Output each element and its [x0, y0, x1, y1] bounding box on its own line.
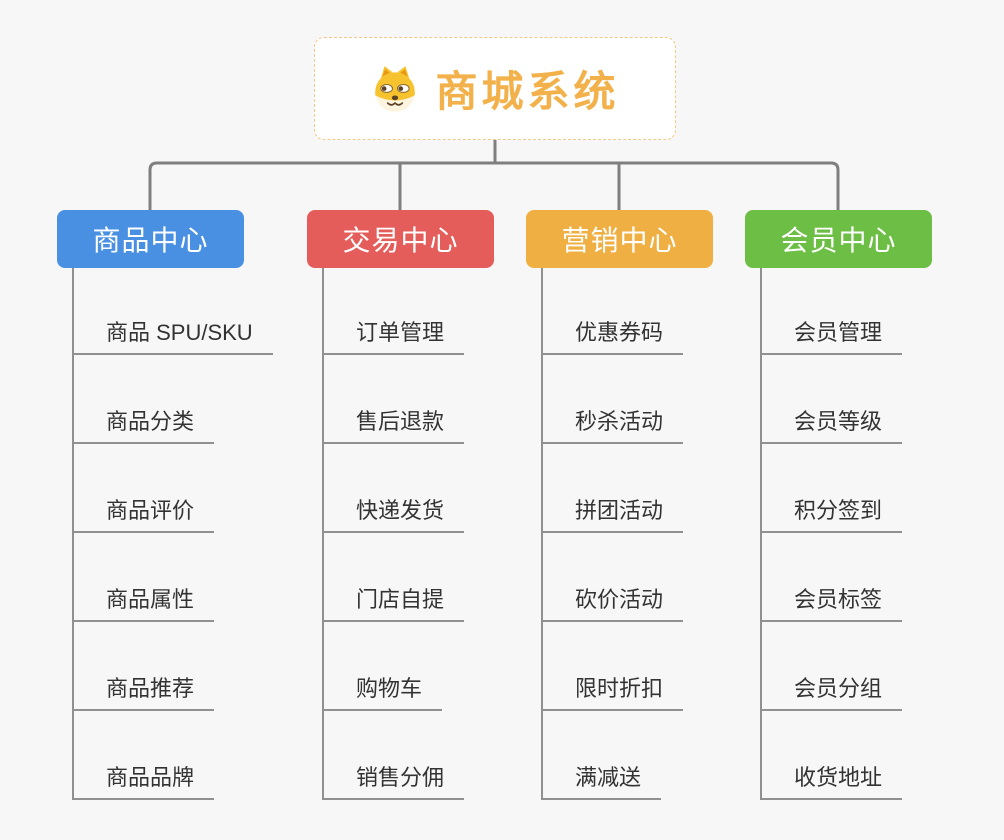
branch-header-member-center[interactable]: 会员中心 [745, 210, 932, 268]
leaf-node[interactable]: 会员标签 [762, 586, 903, 622]
leaf-node[interactable]: 拼团活动 [543, 497, 684, 533]
leaf-node[interactable]: 商品推荐 [74, 675, 215, 711]
leaf-node[interactable]: 积分签到 [762, 497, 903, 533]
leaf-node[interactable]: 快递发货 [324, 497, 465, 533]
root-node[interactable]: 商城系统 [314, 37, 676, 140]
branch-column-marketing: 优惠券码 秒杀活动 拼团活动 砍价活动 限时折扣 满减送 [541, 268, 684, 800]
leaf-node[interactable]: 销售分佣 [324, 764, 465, 800]
branch-column-member: 会员管理 会员等级 积分签到 会员标签 会员分组 收货地址 [760, 268, 903, 800]
dog-icon [370, 64, 420, 114]
leaf-node[interactable]: 会员管理 [762, 319, 903, 355]
leaf-node[interactable]: 优惠券码 [543, 319, 684, 355]
leaf-node[interactable]: 商品属性 [74, 586, 215, 622]
leaf-node[interactable]: 商品分类 [74, 408, 215, 444]
leaf-node[interactable]: 商品品牌 [74, 764, 215, 800]
leaf-node[interactable]: 售后退款 [324, 408, 465, 444]
leaf-node[interactable]: 会员分组 [762, 675, 903, 711]
leaf-node[interactable]: 砍价活动 [543, 586, 684, 622]
branch-header-trade-center[interactable]: 交易中心 [307, 210, 494, 268]
leaf-node[interactable]: 限时折扣 [543, 675, 684, 711]
root-title: 商城系统 [435, 68, 620, 115]
branch-column-trade: 订单管理 售后退款 快递发货 门店自提 购物车 销售分佣 [322, 268, 465, 800]
branch-bus-line [148, 161, 840, 210]
leaf-node[interactable]: 会员等级 [762, 408, 903, 444]
leaf-node[interactable]: 商品评价 [74, 497, 215, 533]
branch-header-marketing-center[interactable]: 营销中心 [526, 210, 713, 268]
leaf-node[interactable]: 收货地址 [762, 764, 903, 800]
leaf-node[interactable]: 秒杀活动 [543, 408, 684, 444]
leaf-node[interactable]: 购物车 [324, 675, 443, 711]
leaf-node[interactable]: 门店自提 [324, 586, 465, 622]
branch-column-product: 商品 SPU/SKU 商品分类 商品评价 商品属性 商品推荐 商品品牌 [72, 268, 273, 800]
leaf-node[interactable]: 商品 SPU/SKU [74, 319, 273, 355]
leaf-node[interactable]: 订单管理 [324, 319, 465, 355]
branch-header-product-center[interactable]: 商品中心 [57, 210, 244, 268]
leaf-node[interactable]: 满减送 [543, 764, 662, 800]
